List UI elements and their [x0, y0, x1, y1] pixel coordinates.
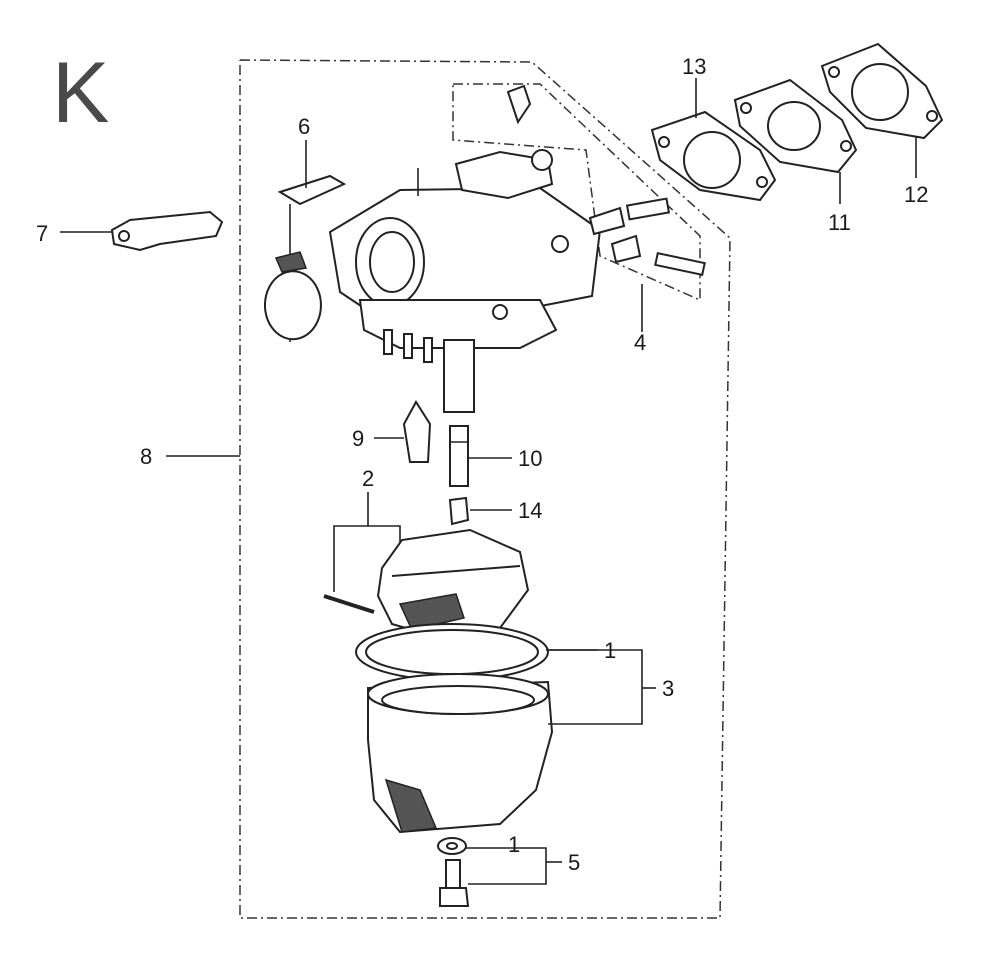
callout-6: 6 [298, 114, 310, 139]
leader-5-bracket [466, 847, 547, 885]
main-jet-14 [448, 496, 470, 526]
callout-7: 7 [36, 221, 48, 246]
adjusting-screw-set-4 [506, 84, 706, 277]
gasket-11 [733, 78, 858, 174]
choke-lever-7 [110, 210, 224, 252]
leader-3-bracket [546, 649, 643, 725]
callout-10: 10 [518, 446, 542, 471]
gasket-13 [650, 110, 777, 202]
carburetor-body [328, 149, 602, 413]
callout-14: 14 [518, 498, 542, 523]
assembly-boundary [239, 59, 731, 919]
section-letter: K [52, 45, 109, 141]
drain-bolt-5 [437, 837, 470, 907]
float-2 [323, 528, 530, 640]
callout-12: 12 [904, 182, 928, 207]
float-valve-9 [402, 400, 432, 463]
callout-4: 4 [634, 330, 646, 355]
choke-shaft-6 [263, 174, 347, 342]
callout-1-bolt: 1 [508, 832, 520, 857]
gasket-12 [820, 42, 944, 140]
float-bowl-3 [367, 673, 554, 834]
callout-3: 3 [662, 676, 674, 701]
callout-11: 11 [828, 210, 851, 235]
callout-13: 13 [682, 54, 706, 79]
subassembly-bracket [452, 83, 701, 302]
callout-2: 2 [362, 466, 374, 491]
callout-9: 9 [352, 426, 364, 451]
callout-1-bowl: 1 [604, 638, 616, 663]
callout-8: 8 [140, 444, 152, 469]
callout-5: 5 [568, 850, 580, 875]
main-nozzle-10 [449, 425, 469, 487]
bowl-gasket-1 [355, 623, 549, 681]
leader-2 [333, 525, 401, 592]
